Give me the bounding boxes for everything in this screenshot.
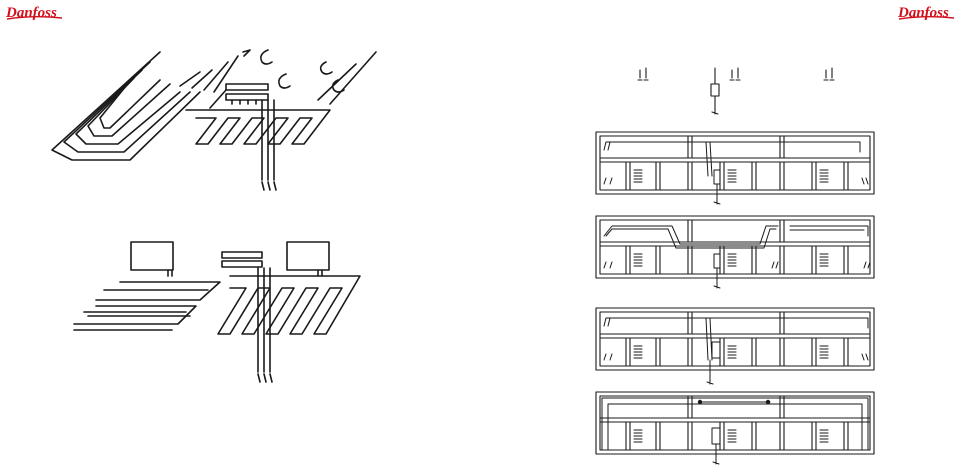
room-box-left <box>130 241 174 271</box>
manifold <box>225 83 269 105</box>
building-plan-1 <box>595 131 875 205</box>
manifold-2 <box>221 251 263 268</box>
spiral-loop <box>51 51 201 161</box>
room-box-right <box>286 241 330 271</box>
wire-tick <box>242 49 251 57</box>
feed-lines <box>179 55 239 93</box>
legend-symbol-3 <box>729 67 741 81</box>
building-plan-2 <box>595 215 875 289</box>
danfoss-logo-right: Danfoss <box>896 2 956 22</box>
building-plan-4 <box>595 391 875 465</box>
logo-mark: Danfoss <box>897 5 955 21</box>
room-feeds <box>167 269 323 277</box>
thermostat-legend <box>637 67 835 115</box>
hook-3 <box>319 61 333 75</box>
hook-1 <box>260 49 273 65</box>
meander-loops <box>73 275 361 335</box>
riser-pipes-2 <box>257 267 273 383</box>
logo-mark: Danfoss <box>5 5 63 21</box>
danfoss-logo-left: Danfoss <box>4 2 64 22</box>
hook-2 <box>278 73 291 89</box>
diagonal-pipe <box>317 51 377 105</box>
meander-rooms-figure <box>73 241 361 383</box>
spiral-meander-figure <box>51 49 377 191</box>
legend-symbol-4 <box>823 67 835 81</box>
legend-symbol-2 <box>710 67 720 115</box>
meander-loop <box>185 89 331 145</box>
riser-pipes <box>261 99 277 191</box>
building-plan-3 <box>595 307 875 385</box>
legend-symbol-1 <box>637 67 649 81</box>
hook-4 <box>331 79 345 93</box>
